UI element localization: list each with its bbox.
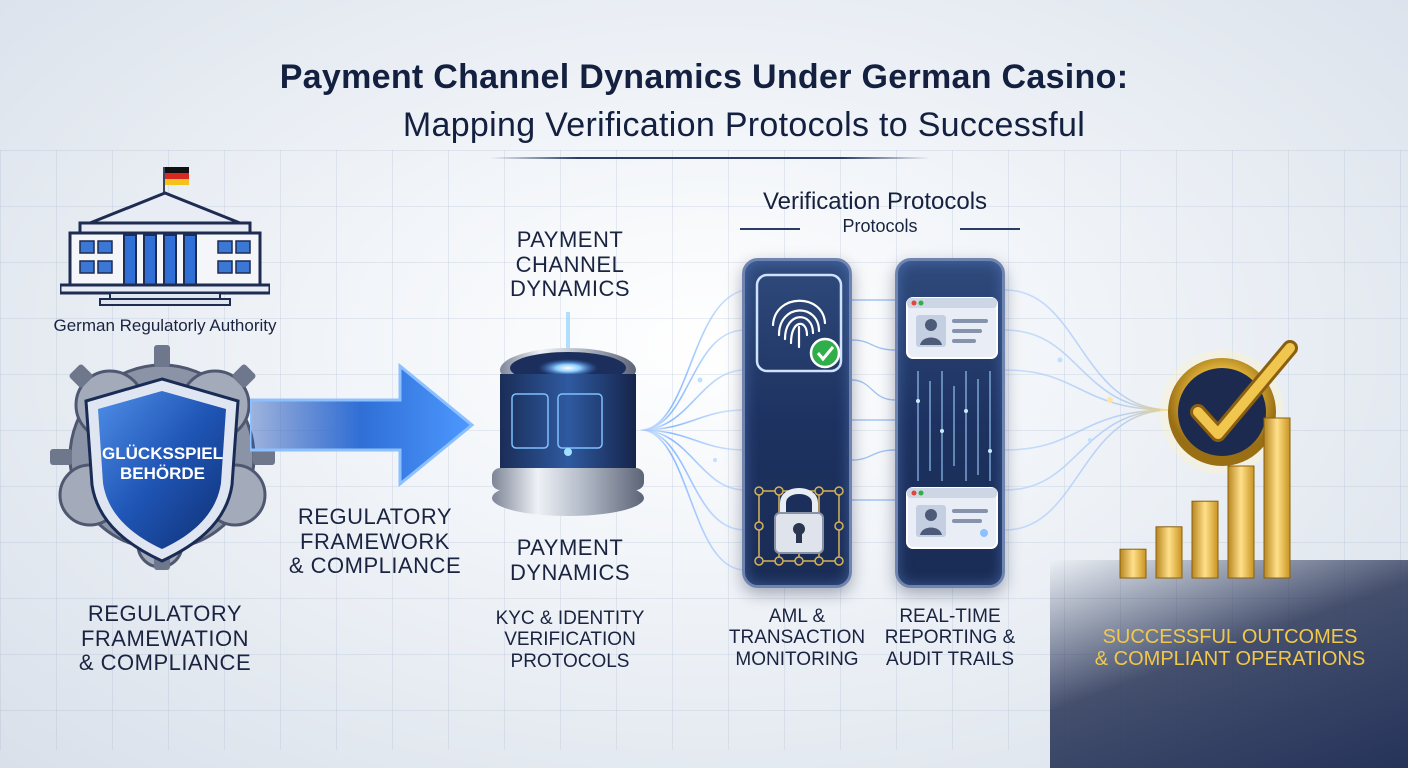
id-card-icon bbox=[906, 297, 998, 359]
reporting-line3: AUDIT TRAILS bbox=[885, 648, 1015, 670]
german-flag-icon bbox=[165, 167, 189, 185]
gold-check-icon bbox=[1160, 340, 1298, 474]
outcome-bar-4 bbox=[1227, 465, 1255, 579]
aml-label: AML & TRANSACTION MONITORING bbox=[722, 606, 872, 670]
reporting-label: REAL-TIME REPORTING & AUDIT TRAILS bbox=[875, 606, 1025, 670]
subheading-rule-left bbox=[740, 228, 800, 230]
verification-subheading-row: Protocols bbox=[740, 216, 1020, 240]
payment-dynamics-line1: PAYMENT bbox=[516, 535, 624, 560]
id-card-icon bbox=[906, 487, 998, 549]
flow-arrow-icon bbox=[250, 362, 475, 488]
outcome-bar-5 bbox=[1263, 417, 1291, 579]
page-title-line2: Mapping Verification Protocols to Succes… bbox=[402, 106, 1086, 144]
building-icon bbox=[60, 167, 270, 306]
arrow-label-line2: FRAMEWORK bbox=[300, 528, 450, 554]
verification-heading: Verification Protocols bbox=[762, 188, 988, 215]
aml-line2: TRANSACTION bbox=[728, 627, 866, 649]
shield-line1: GLÜCKSSPIEL bbox=[102, 444, 223, 463]
payment-dynamics-label: PAYMENT DYNAMICS bbox=[480, 535, 660, 585]
regulatory-line1: REGULATORY bbox=[87, 601, 243, 626]
payment-channel-label: PAYMENT CHANNEL DYNAMICS bbox=[480, 227, 660, 302]
aml-line1: AML & bbox=[768, 606, 826, 627]
regulatory-framework-label: REGULATORY FRAMEWATION & COMPLIANCE bbox=[40, 601, 290, 676]
data-stream-icon bbox=[916, 371, 992, 481]
arrow-label-line3: & COMPLIANCE bbox=[288, 553, 462, 579]
title-underline bbox=[490, 157, 930, 159]
regulatory-line2: FRAMEWATION bbox=[80, 625, 250, 651]
fingerprint-icon bbox=[755, 273, 843, 373]
reporting-line2: REPORTING & bbox=[884, 627, 1016, 649]
kyc-line2: VERIFICATION bbox=[504, 629, 636, 651]
dark-corner-backdrop bbox=[1050, 560, 1408, 768]
kyc-line1: KYC & IDENTITY bbox=[495, 608, 645, 629]
page-title-line1: Payment Channel Dynamics Under German Ca… bbox=[279, 58, 1129, 96]
payment-dynamics-line2: DYNAMICS bbox=[509, 559, 631, 585]
shield-line2: BEHÖRDE bbox=[119, 463, 205, 483]
check-icon bbox=[809, 337, 841, 369]
arrow-label: REGULATORY FRAMEWORK & COMPLIANCE bbox=[270, 504, 480, 579]
subheading-rule-right bbox=[960, 228, 1020, 230]
reporting-panel bbox=[895, 258, 1005, 588]
payment-channel-line3: DYNAMICS bbox=[509, 276, 631, 302]
outcome-line2: & COMPLIANT OPERATIONS bbox=[1094, 648, 1366, 671]
bar-chart-icon bbox=[1119, 417, 1291, 579]
padlock-icon bbox=[754, 486, 844, 566]
kyc-label: KYC & IDENTITY VERIFICATION PROTOCOLS bbox=[470, 608, 670, 672]
verification-subheading: Protocols bbox=[842, 216, 918, 236]
outcome-line1: SUCCESSFUL OUTCOMES bbox=[1102, 626, 1358, 648]
shield-icon bbox=[84, 377, 240, 563]
arrow-label-line1: REGULATORY bbox=[297, 504, 453, 529]
outcome-label: SUCCESSFUL OUTCOMES & COMPLIANT OPERATIO… bbox=[1075, 626, 1385, 671]
aml-line3: MONITORING bbox=[735, 648, 859, 670]
database-icon bbox=[492, 312, 644, 516]
payment-channel-line1: PAYMENT bbox=[516, 227, 624, 252]
regulatory-line3: & COMPLIANCE bbox=[78, 650, 252, 676]
reporting-line1: REAL-TIME bbox=[899, 606, 1001, 627]
shield-text: GLÜCKSSPIEL BEHÖRDE bbox=[80, 444, 245, 483]
aml-panel bbox=[742, 258, 852, 588]
outcome-bar-3 bbox=[1191, 500, 1219, 579]
payment-channel-line2: CHANNEL bbox=[515, 251, 625, 277]
kyc-line3: PROTOCOLS bbox=[510, 650, 630, 672]
authority-label: German Regulatorly Authority bbox=[53, 316, 277, 335]
outcome-bar-2 bbox=[1155, 526, 1183, 579]
outcome-bar-1 bbox=[1119, 548, 1147, 579]
